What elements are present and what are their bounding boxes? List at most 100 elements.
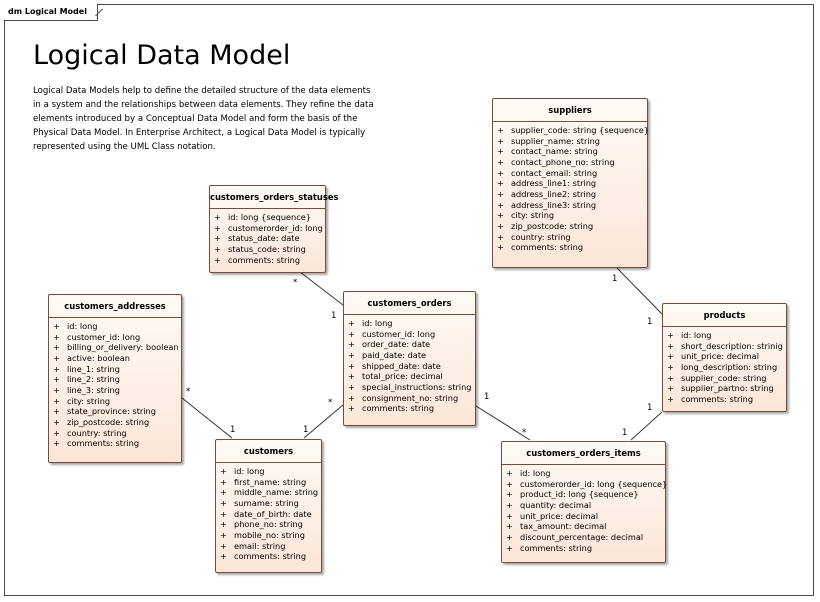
attribute-row: +city: string [53,396,177,407]
attribute-text: active: boolean [67,352,130,363]
visibility-marker: + [53,384,60,395]
attribute-row: +address_line2: string [497,189,643,200]
visibility-marker: + [220,476,227,487]
attribute-row: +id: long [506,468,661,479]
attribute-text: comments: string [511,242,584,253]
class-name: suppliers [493,99,647,122]
visibility-marker: + [53,427,60,438]
visibility-marker: + [53,331,60,342]
visibility-marker: + [53,363,60,374]
attribute-row: + total_price: decimal [348,371,471,382]
link-addresses-customers [181,397,233,439]
visibility-marker: + [348,339,355,350]
visibility-marker: + [220,519,227,530]
class-name: customers_orders [344,292,475,315]
link-customers-orders [303,404,344,439]
attribute-text: unit_price: decimal [681,351,759,362]
attribute-row: +id: long [667,330,782,341]
attribute-row: +shipped_date: date [348,361,471,372]
visibility-marker: + [53,352,60,363]
attribute-text: line_2: string [67,374,120,385]
attribute-text: order_date: date [362,339,431,350]
class-customers-orders[interactable]: customers_orders +id: long+customer_id: … [343,291,476,426]
attribute-text: short_description: strinig [681,340,783,351]
attribute-row: + tax_amount: decimal [506,521,661,532]
attribute-text: contact_phone_no: string [511,156,615,167]
attribute-row: + country: string [53,428,177,439]
attribute-row: +comments: string [53,438,177,449]
attribute-list: +id: long+customer_id: long+order_date: … [344,315,475,418]
attribute-text: status_code: string [228,243,306,254]
attribute-row: +id: long [53,321,177,332]
class-products[interactable]: products +id: long+short_description: st… [662,303,787,412]
attribute-text: quantity: decimal [520,499,592,510]
attribute-row: + product_id: long {sequence} [506,489,661,500]
visibility-marker: + [497,199,504,210]
visibility-marker: + [667,361,674,372]
visibility-marker: + [497,178,504,189]
attribute-row: +id: long {sequence} [214,212,321,223]
attribute-row: + unit_price: decimal [667,351,782,362]
visibility-marker: + [506,531,513,542]
visibility-marker: + [220,497,227,508]
visibility-marker: + [348,381,355,392]
attribute-row: +zip_postcode: string [497,221,643,232]
multiplicity-label: 1 [647,403,653,413]
visibility-marker: + [214,254,221,265]
class-name: customers_orders_statuses [210,186,339,209]
visibility-marker: + [497,188,504,199]
attribute-row: +supplier_partno: string [667,383,782,394]
attribute-row: + customerorder_id: long {sequence} [506,478,667,490]
multiplicity-label: 1 [331,311,337,321]
visibility-marker: + [53,342,60,353]
attribute-text: city: string [511,210,555,221]
attribute-text: billing_or_delivery: boolean [67,342,179,353]
class-suppliers[interactable]: suppliers +supplier_code: string {sequen… [492,98,649,268]
attribute-text: total_price: decimal [362,371,443,382]
visibility-marker: + [348,318,355,328]
attribute-text: country: string [67,427,127,438]
attribute-text: phone_no: string [234,519,303,530]
attribute-text: customer_id: long [67,331,141,342]
class-customers-orders-statuses[interactable]: customers_orders_statuses +id: long {seq… [209,185,339,273]
attribute-text: date_of_birth: date [234,508,312,519]
class-customers-addresses[interactable]: customers_addresses +id: long+customer_i… [48,294,182,463]
visibility-marker: + [348,360,355,371]
attribute-text: address_line1: string [511,178,597,189]
attribute-text: first_name: string [234,476,307,487]
visibility-marker: + [506,478,513,489]
attribute-row: + address_line3: string [497,200,643,211]
attribute-row: +id: long [348,318,471,329]
visibility-marker: + [667,351,674,362]
visibility-marker: + [506,468,513,478]
multiplicity-label: 1 [612,274,618,284]
attribute-text: product_id: long {sequence} [520,489,639,500]
visibility-marker: + [667,330,674,340]
visibility-marker: + [348,328,355,339]
visibility-marker: + [214,222,221,233]
visibility-marker: + [214,212,221,222]
class-customers-orders-items[interactable]: customers_orders_items +id: long+custome… [501,441,667,563]
class-customers[interactable]: customers +id: long+first_name: string+m… [215,439,322,573]
attribute-text: address_line3: string [511,199,597,210]
link-products-items [630,411,663,441]
visibility-marker: + [214,233,221,244]
visibility-marker: + [506,521,513,532]
attribute-text: customerorder_id: long {sequence} [520,478,668,489]
attribute-row: + active: boolean [53,353,177,364]
attribute-text: supplier_name: string [511,135,600,146]
visibility-marker: + [497,167,504,178]
attribute-text: tax_amount: decimal [520,521,607,532]
visibility-marker: + [506,510,513,521]
attribute-row: +comments: string [220,551,317,562]
visibility-marker: + [214,243,221,254]
attribute-row: +line_3: string [53,385,177,396]
class-name: customers_orders_items [502,442,665,465]
attribute-text: customer_id: long [362,328,436,339]
attribute-row: +supplier_name: string [497,136,643,147]
visibility-marker: + [220,487,227,498]
attribute-row: +comments: string [497,242,643,253]
visibility-marker: + [506,489,513,500]
attribute-text: contact_name: string [511,146,598,157]
visibility-marker: + [348,371,355,382]
